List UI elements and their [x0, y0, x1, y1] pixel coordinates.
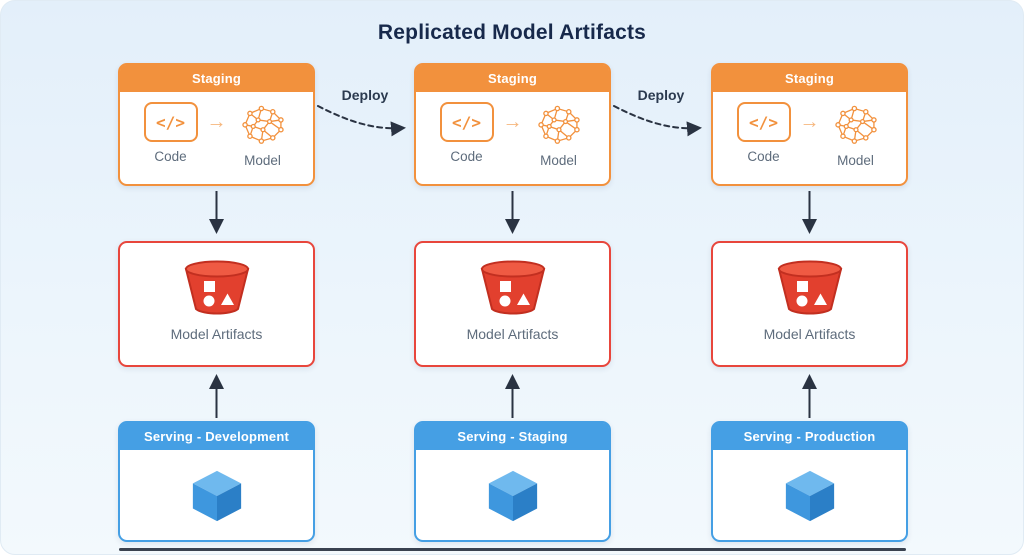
code-icon: </> — [143, 102, 198, 142]
code-group: </> Code — [439, 102, 494, 164]
cube-icon — [488, 470, 537, 522]
code-icon: </> — [736, 102, 791, 142]
artifact-label: Model Artifacts — [763, 326, 856, 342]
model-group: Model — [532, 102, 586, 168]
bucket-icon — [777, 260, 842, 315]
bucket-icon — [480, 260, 545, 315]
artifact-label: Model Artifacts — [170, 326, 263, 342]
serving-card: Serving - Production — [711, 421, 908, 542]
staging-body: </> Code → — [713, 92, 906, 168]
pipeline-column-staging: Staging </> Code → — [414, 1, 611, 554]
deploy-label-1: Deploy — [341, 87, 389, 103]
brain-icon — [537, 105, 580, 144]
code-group: </> Code — [143, 102, 198, 164]
model-group: Model — [236, 102, 290, 168]
pipeline-column-development: Staging </> Code → — [118, 1, 315, 554]
pipeline-column-production: Staging </> Code → — [711, 1, 908, 554]
model-label: Model — [244, 153, 281, 168]
staging-card: Staging </> Code → — [118, 63, 315, 186]
model-label: Model — [837, 153, 874, 168]
model-artifacts-card: Model Artifacts — [118, 241, 315, 367]
staging-header: Staging — [120, 65, 313, 92]
code-label: Code — [747, 149, 780, 164]
model-artifacts-card: Model Artifacts — [711, 241, 908, 367]
staging-body: </> Code → — [416, 92, 609, 168]
bottom-divider — [119, 548, 906, 551]
code-icon: </> — [439, 102, 494, 142]
serving-header: Serving - Production — [713, 423, 906, 450]
deploy-label-2: Deploy — [637, 87, 685, 103]
staging-body: </> Code → — [120, 92, 313, 168]
deploy-arrow-1 — [317, 105, 406, 137]
serving-body — [713, 450, 906, 540]
arrow-right-icon: → — [799, 111, 820, 133]
arrow-right-icon: → — [206, 111, 227, 133]
deploy-arrow-2 — [613, 105, 702, 137]
cube-icon — [785, 470, 834, 522]
serving-body — [120, 450, 313, 540]
serving-card: Serving - Development — [118, 421, 315, 542]
brain-icon — [834, 105, 877, 144]
brain-icon — [241, 105, 284, 144]
serving-body — [416, 450, 609, 540]
code-label: Code — [450, 149, 483, 164]
model-group: Model — [829, 102, 883, 168]
model-artifacts-card: Model Artifacts — [414, 241, 611, 367]
staging-card: Staging </> Code → — [414, 63, 611, 186]
serving-header: Serving - Development — [120, 423, 313, 450]
code-label: Code — [154, 149, 187, 164]
staging-card: Staging </> Code → — [711, 63, 908, 186]
arrow-right-icon: → — [502, 111, 523, 133]
serving-card: Serving - Staging — [414, 421, 611, 542]
cube-icon — [192, 470, 241, 522]
staging-header: Staging — [416, 65, 609, 92]
artifact-label: Model Artifacts — [466, 326, 559, 342]
model-label: Model — [540, 153, 577, 168]
page-title: Replicated Model Artifacts — [377, 21, 647, 44]
serving-header: Serving - Staging — [416, 423, 609, 450]
staging-header: Staging — [713, 65, 906, 92]
bucket-icon — [184, 260, 249, 315]
code-group: </> Code — [736, 102, 791, 164]
